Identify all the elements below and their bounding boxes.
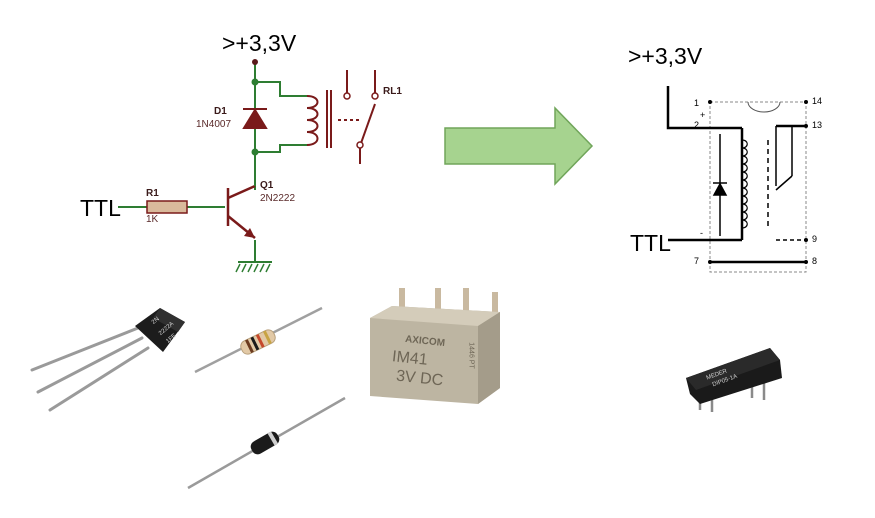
relay-ref: RL1 <box>383 86 402 97</box>
right-supply-wire <box>666 86 728 130</box>
pin-1: 1 <box>694 98 700 108</box>
diode-symbol <box>242 108 268 129</box>
pin-7: 7 <box>694 256 700 266</box>
resistor-photo <box>194 306 323 374</box>
relay-code: 1446 PT <box>467 342 475 369</box>
right-switch <box>767 126 806 241</box>
pin-8: 8 <box>812 256 818 266</box>
pin-9: 9 <box>812 234 818 244</box>
transistor-part: 2N2222 <box>260 193 296 204</box>
coil-bottom-wire <box>255 144 307 153</box>
left-input-label: TTL <box>80 195 121 221</box>
signal-relay-photo <box>370 288 500 404</box>
supply-terminal <box>252 59 258 65</box>
right-supply-label: >+3,3V <box>628 43 703 69</box>
package-notch <box>747 101 781 113</box>
reed-relay-photo <box>686 348 782 412</box>
coil-top-wire <box>255 81 307 97</box>
ground-symbol <box>235 261 272 273</box>
relay-coil <box>306 90 332 148</box>
pin-minus: - <box>700 228 703 238</box>
right-coil <box>741 139 748 229</box>
pin-14: 14 <box>812 96 823 106</box>
right-input-label: TTL <box>630 230 671 256</box>
transistor-ref: Q1 <box>260 180 274 191</box>
pin-plus: + <box>700 110 706 120</box>
pin-2: 2 <box>694 120 700 130</box>
resistor-symbol <box>146 200 188 214</box>
diode-ref: D1 <box>214 106 227 117</box>
resistor-value: 1K <box>146 214 159 225</box>
relay-switch <box>338 70 376 164</box>
diode-part: 1N4007 <box>196 119 232 130</box>
left-supply-label: >+3,3V <box>222 30 297 56</box>
transistor-photo <box>30 308 185 412</box>
pin-13: 13 <box>812 120 823 130</box>
diode-photo <box>187 396 346 490</box>
resistor-ref: R1 <box>146 188 159 199</box>
